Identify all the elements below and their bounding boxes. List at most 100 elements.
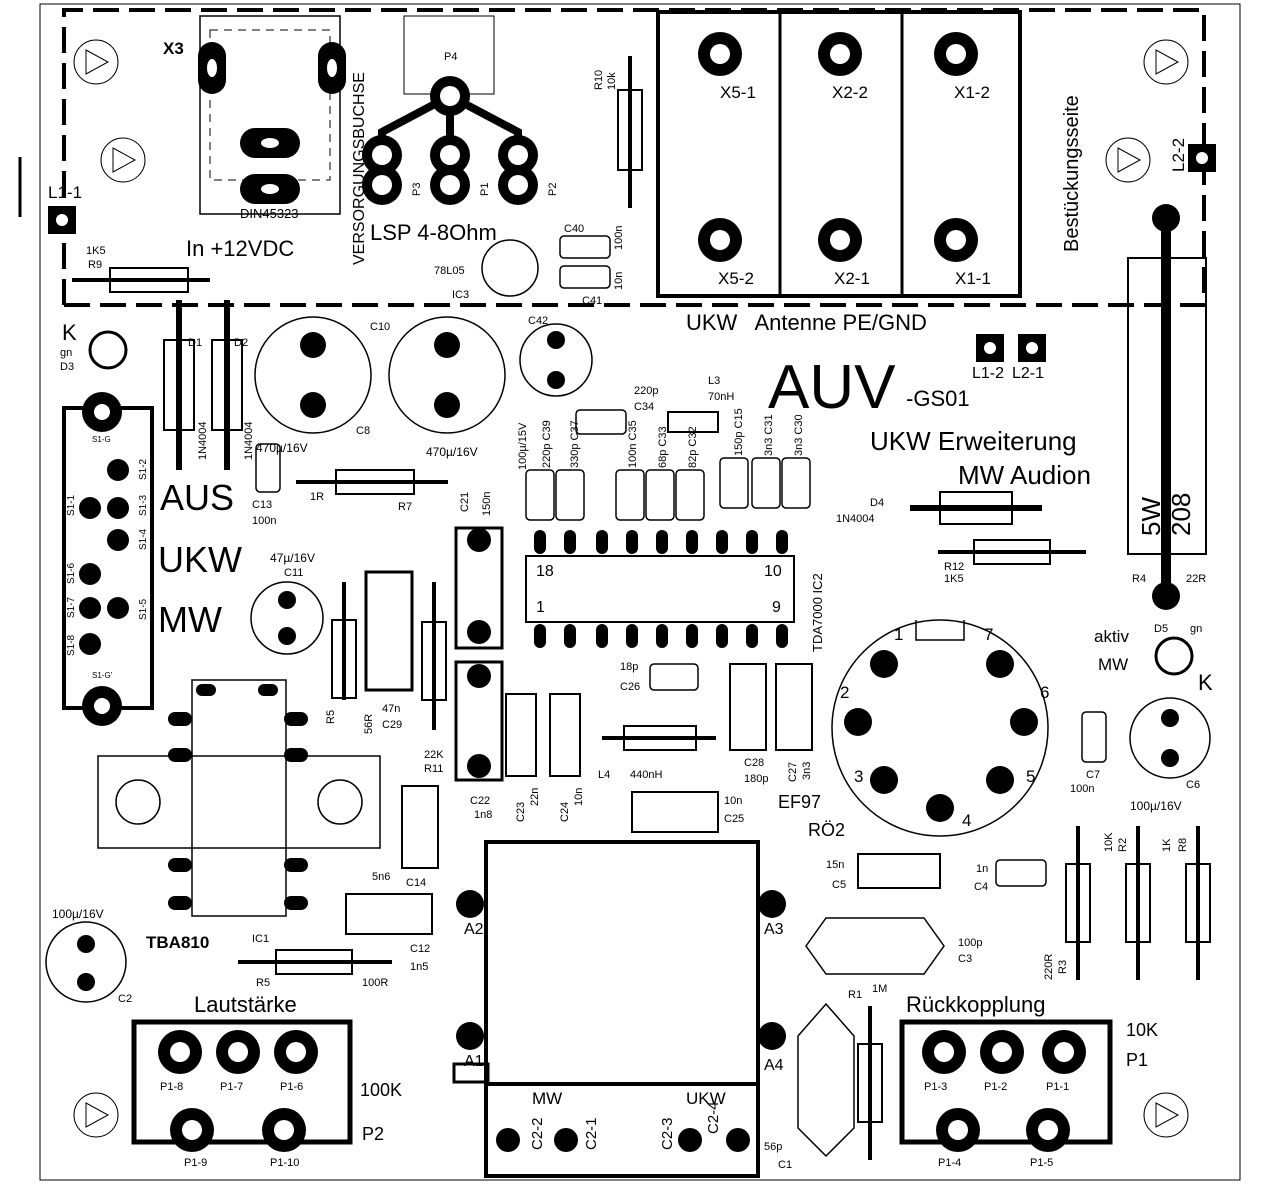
c24-ref: C24 — [559, 802, 571, 822]
r7-value: 1R — [310, 491, 324, 503]
p2-ref: P2 — [362, 1124, 384, 1144]
l4-ref: L4 — [598, 769, 610, 781]
c14-ref: C14 — [406, 877, 426, 889]
p1-8-label: P1-8 — [160, 1081, 183, 1093]
c12-value: 1n5 — [410, 961, 428, 973]
r2-body — [1125, 863, 1151, 943]
l1-1-label: L1-1 — [48, 183, 82, 202]
c10-value: 470µ/16V — [426, 445, 478, 459]
c4-ref: C4 — [974, 881, 988, 893]
r4-marking: 208 — [1166, 493, 1196, 536]
d5-ref: D5 — [1154, 623, 1168, 635]
ic2-ref: TDA7000 IC2 — [810, 573, 825, 652]
ic1-pins — [168, 684, 308, 910]
r5a-body — [331, 619, 357, 699]
side-label: Bestückungsseite — [1061, 95, 1083, 252]
r9-ref: R9 — [88, 259, 102, 271]
d3-ref: D3 — [60, 361, 74, 373]
c25-body — [631, 791, 719, 833]
ic1-ref: IC1 — [252, 933, 269, 945]
c34-ref: C34 — [634, 401, 654, 413]
x1-1-label: X1-1 — [955, 269, 991, 288]
c2-value: 100µ/16V — [52, 907, 104, 921]
d5-k: K — [1198, 670, 1213, 695]
c28-body — [729, 663, 767, 751]
r1-body — [857, 1043, 883, 1123]
r10-ref: R10 — [593, 70, 605, 90]
r9-value: 1K5 — [86, 245, 106, 257]
tube-pin5: 5 — [1026, 767, 1035, 786]
c21-ref: C21 — [459, 492, 471, 512]
c11-value: 47µ/16V — [270, 551, 315, 565]
c40-value: 100n — [613, 226, 625, 250]
c8-body — [254, 316, 372, 434]
p1-10-label: P1-10 — [270, 1157, 299, 1169]
tube-socket — [831, 619, 1049, 837]
p1-1-label: P1-1 — [1046, 1081, 1069, 1093]
volume-label: Lautstärke — [194, 992, 297, 1017]
tube-pin3: 3 — [854, 767, 863, 786]
l4-body — [623, 725, 697, 751]
x5-1-label: X5-1 — [720, 83, 756, 102]
mw-section: MW — [532, 1089, 562, 1108]
l2-2-label: L2-2 — [1169, 138, 1188, 172]
p1-9-label: P1-9 — [184, 1157, 207, 1169]
aus-label: AUS — [160, 477, 234, 518]
d4-body — [939, 491, 1013, 525]
s1-7-label: S1-7 — [66, 596, 77, 618]
s1-5-label: S1-5 — [138, 598, 149, 620]
l3-value: 70nH — [708, 391, 734, 403]
c41-value: 10n — [613, 272, 625, 290]
a1-label: A1 — [464, 1053, 484, 1070]
c29-body — [364, 570, 414, 692]
r5b-body — [275, 949, 353, 975]
c2-body — [45, 921, 127, 1003]
c42-ref: C42 — [528, 315, 548, 327]
r5a-ref: R5 — [325, 710, 337, 724]
connector-zone — [62, 8, 1206, 307]
c41-body — [559, 265, 611, 289]
c-pads — [300, 331, 565, 418]
ic2-pin18: 18 — [536, 563, 554, 580]
c2-3-label: C2-3 — [659, 1117, 676, 1150]
c33-value: 68p C33 — [657, 426, 669, 468]
d5-gn: gn — [1190, 623, 1202, 635]
p1-7-label: P1-7 — [220, 1081, 243, 1093]
c40-ref: C40 — [564, 223, 584, 235]
feedback-label: Rückkopplung — [906, 992, 1045, 1017]
r8-body — [1185, 863, 1211, 943]
tube-pin6: 6 — [1040, 683, 1049, 702]
c10-ref: C10 — [370, 321, 390, 333]
c3-ref: C3 — [958, 953, 972, 965]
c26-ref: C26 — [620, 681, 640, 693]
l3-body — [667, 411, 719, 433]
board-subtitle: -GS01 — [906, 386, 970, 411]
mw-label: MW — [158, 599, 222, 640]
aktiv-label: aktiv — [1094, 627, 1129, 646]
r12-value: 1K5 — [944, 573, 964, 585]
c24-value: 10n — [573, 788, 585, 806]
c23-body — [505, 693, 537, 777]
x2-1-label: X2-1 — [834, 269, 870, 288]
r4-ref: R4 — [1132, 573, 1146, 585]
p2-ref-small: P2 — [547, 183, 559, 196]
c42-body — [519, 323, 593, 397]
c4-body — [995, 859, 1047, 887]
c25-value: 10n — [724, 795, 742, 807]
r10-body — [617, 89, 643, 171]
c2-2-label: C2-2 — [529, 1117, 546, 1150]
c11-body — [250, 581, 324, 655]
r2-ref: R2 — [1117, 838, 1129, 852]
l2-1-label: L2-1 — [1012, 365, 1044, 382]
c15-value: 150p C15 — [733, 408, 745, 456]
p3-ref: P3 — [411, 183, 423, 196]
p1-4-label: P1-4 — [938, 1157, 961, 1169]
c2-1-label: C2-1 — [583, 1117, 600, 1150]
ic2-pins — [534, 530, 788, 648]
c23-ref: C23 — [515, 802, 527, 822]
varcap-pads — [456, 890, 786, 1152]
antenna-pads — [698, 32, 978, 262]
board-outline — [39, 3, 1241, 1181]
r11-ref: R11 — [424, 763, 443, 775]
supply-connector-ref: X3 — [163, 39, 184, 58]
